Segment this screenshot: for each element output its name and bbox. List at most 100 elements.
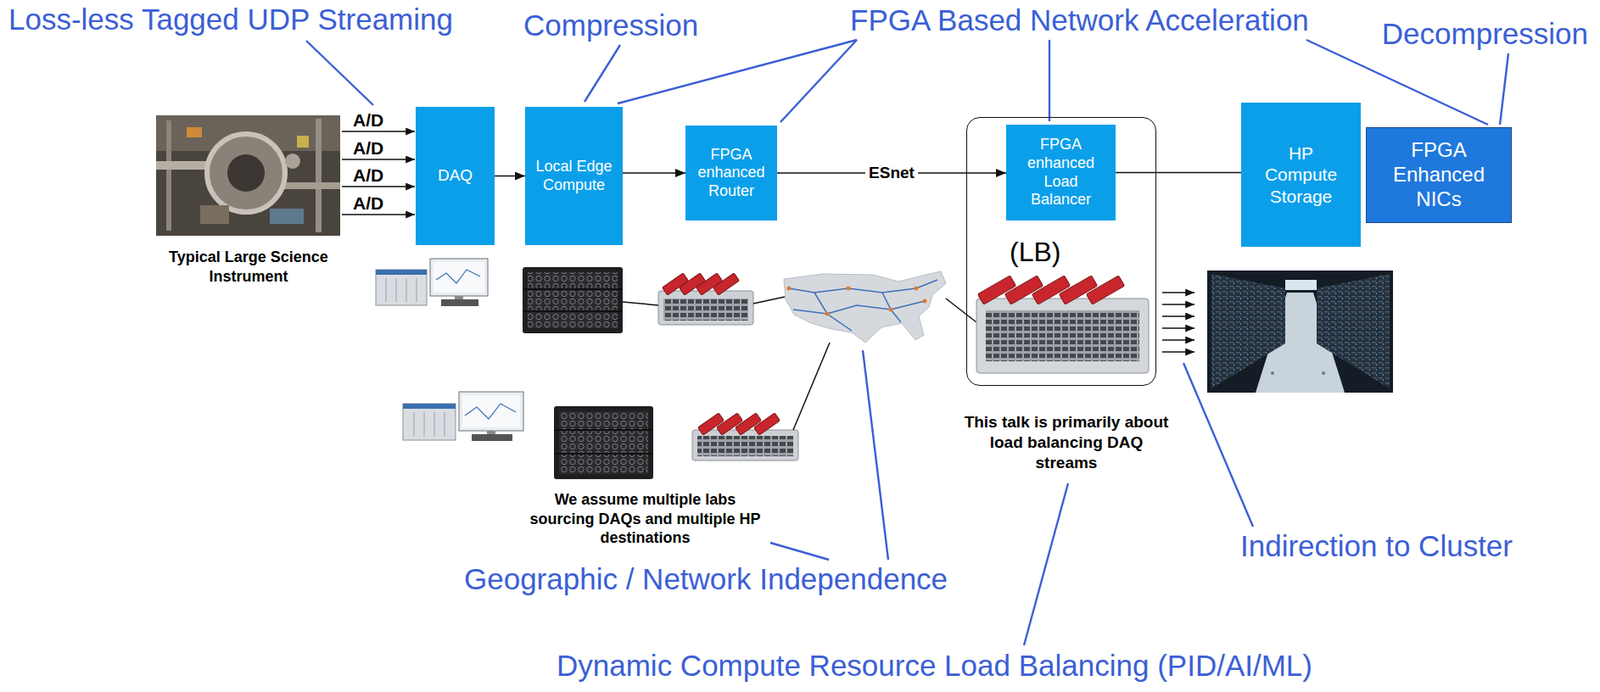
connector-arrow	[622, 172, 686, 174]
connector-arrow	[494, 175, 526, 178]
us-network-map	[814, 292, 852, 331]
signal-arrow	[341, 130, 415, 133]
load-balancer-switch	[1085, 275, 1125, 305]
test-instrument	[402, 391, 524, 442]
signal-label: A/D	[352, 165, 384, 185]
leader-line	[1183, 363, 1254, 527]
test-instrument	[424, 412, 426, 437]
datacenter-photo	[1270, 371, 1275, 375]
device-link	[622, 302, 659, 306]
device-link	[622, 296, 977, 431]
box-label: Local Edge Compute	[531, 157, 617, 195]
test-instrument	[402, 403, 456, 441]
instrument-photo	[156, 115, 341, 236]
leader-line	[780, 39, 857, 123]
process-box: DAQ	[415, 106, 495, 246]
device-link	[753, 296, 785, 304]
test-instrument	[375, 258, 488, 307]
signal-label: A/D	[352, 110, 384, 130]
datacenter-photo	[1285, 279, 1317, 291]
test-instrument	[436, 269, 481, 284]
test-instrument	[430, 258, 488, 297]
test-instrument	[386, 278, 387, 303]
cluster-arrow	[1162, 339, 1195, 341]
callout-label: FPGA Based Network Acceleration	[850, 4, 1310, 38]
leader-line	[584, 44, 621, 102]
note-text: We assume multiple labs sourcing DAQs an…	[524, 490, 767, 549]
cluster-arrow	[1162, 292, 1195, 353]
instrument-photo	[269, 208, 304, 224]
instrument-photo	[315, 118, 322, 233]
enclosure-box: (LB)FPGA enhanced Load Balancer	[966, 117, 1157, 387]
server-rack	[553, 453, 654, 455]
signal-label: A/D	[352, 138, 384, 158]
leader-line	[617, 39, 857, 104]
signal-label: A/D	[352, 193, 384, 213]
instrument-photo	[279, 182, 341, 190]
process-box: Local Edge Compute	[525, 106, 623, 246]
us-network-map	[783, 271, 946, 343]
process-box: HP Compute Storage	[1241, 102, 1361, 247]
callout-label: Compression	[523, 9, 699, 43]
load-balancer-switch	[976, 275, 1149, 374]
note-text: This talk is primarily about load balanc…	[960, 412, 1173, 473]
fpga-router	[713, 273, 740, 296]
server-rack	[522, 267, 623, 334]
server-rack	[559, 411, 649, 475]
test-instrument	[396, 278, 398, 303]
cluster-arrow	[1162, 303, 1195, 305]
us-network-map	[914, 286, 919, 291]
test-instrument	[413, 412, 415, 437]
server-rack	[522, 288, 623, 291]
test-instrument	[402, 403, 456, 409]
datacenter-photo	[1207, 270, 1394, 393]
box-label: FPGA Enhanced NICs	[1387, 138, 1490, 212]
fpga-router	[692, 430, 799, 461]
test-instrument	[458, 391, 524, 431]
device-link	[793, 342, 830, 431]
test-instrument	[462, 395, 521, 428]
fpga-router	[697, 436, 794, 457]
leader-line	[1499, 53, 1509, 125]
test-instrument	[441, 299, 479, 307]
process-box: FPGA Enhanced NICs	[1365, 127, 1512, 224]
instrument-photo	[227, 154, 265, 192]
server-rack	[522, 310, 623, 313]
server-rack	[553, 406, 654, 480]
server-rack	[527, 272, 618, 329]
instrument-photo	[200, 205, 230, 224]
instrument-photo	[296, 135, 309, 148]
instrument-photo	[186, 127, 202, 138]
signal-arrow	[341, 131, 415, 215]
instrument-photo	[166, 120, 172, 231]
process-box: FPGA enhanced Load Balancer	[1006, 124, 1116, 221]
signal-arrow	[341, 185, 415, 188]
callout-label: Decompression	[1381, 17, 1589, 51]
test-instrument	[375, 269, 427, 275]
fpga-router	[692, 413, 799, 461]
instrument-photo	[206, 134, 286, 213]
leader-line	[1048, 39, 1051, 122]
load-balancer-switch	[985, 310, 1140, 362]
server-rack	[553, 429, 654, 431]
box-label: HP Compute Storage	[1260, 142, 1342, 207]
callout-label: Geographic / Network Independence	[464, 563, 948, 597]
signal-arrow	[341, 158, 415, 161]
datacenter-photo	[1316, 274, 1390, 389]
device-link	[945, 298, 977, 323]
us-network-map	[889, 307, 894, 313]
box-label: FPGA enhanced Load Balancer	[1022, 135, 1101, 209]
cluster-arrow	[1162, 315, 1195, 317]
fpga-router	[658, 273, 754, 325]
test-instrument	[444, 412, 446, 437]
us-network-map	[783, 271, 946, 343]
leader-line	[1023, 483, 1069, 646]
us-network-map	[882, 292, 901, 323]
edge-label: ESnet	[865, 163, 918, 184]
test-instrument	[471, 434, 513, 442]
test-instrument	[406, 278, 408, 303]
server-rack	[522, 267, 623, 334]
datacenter-photo	[1211, 274, 1286, 389]
instrument-photo	[285, 153, 301, 169]
